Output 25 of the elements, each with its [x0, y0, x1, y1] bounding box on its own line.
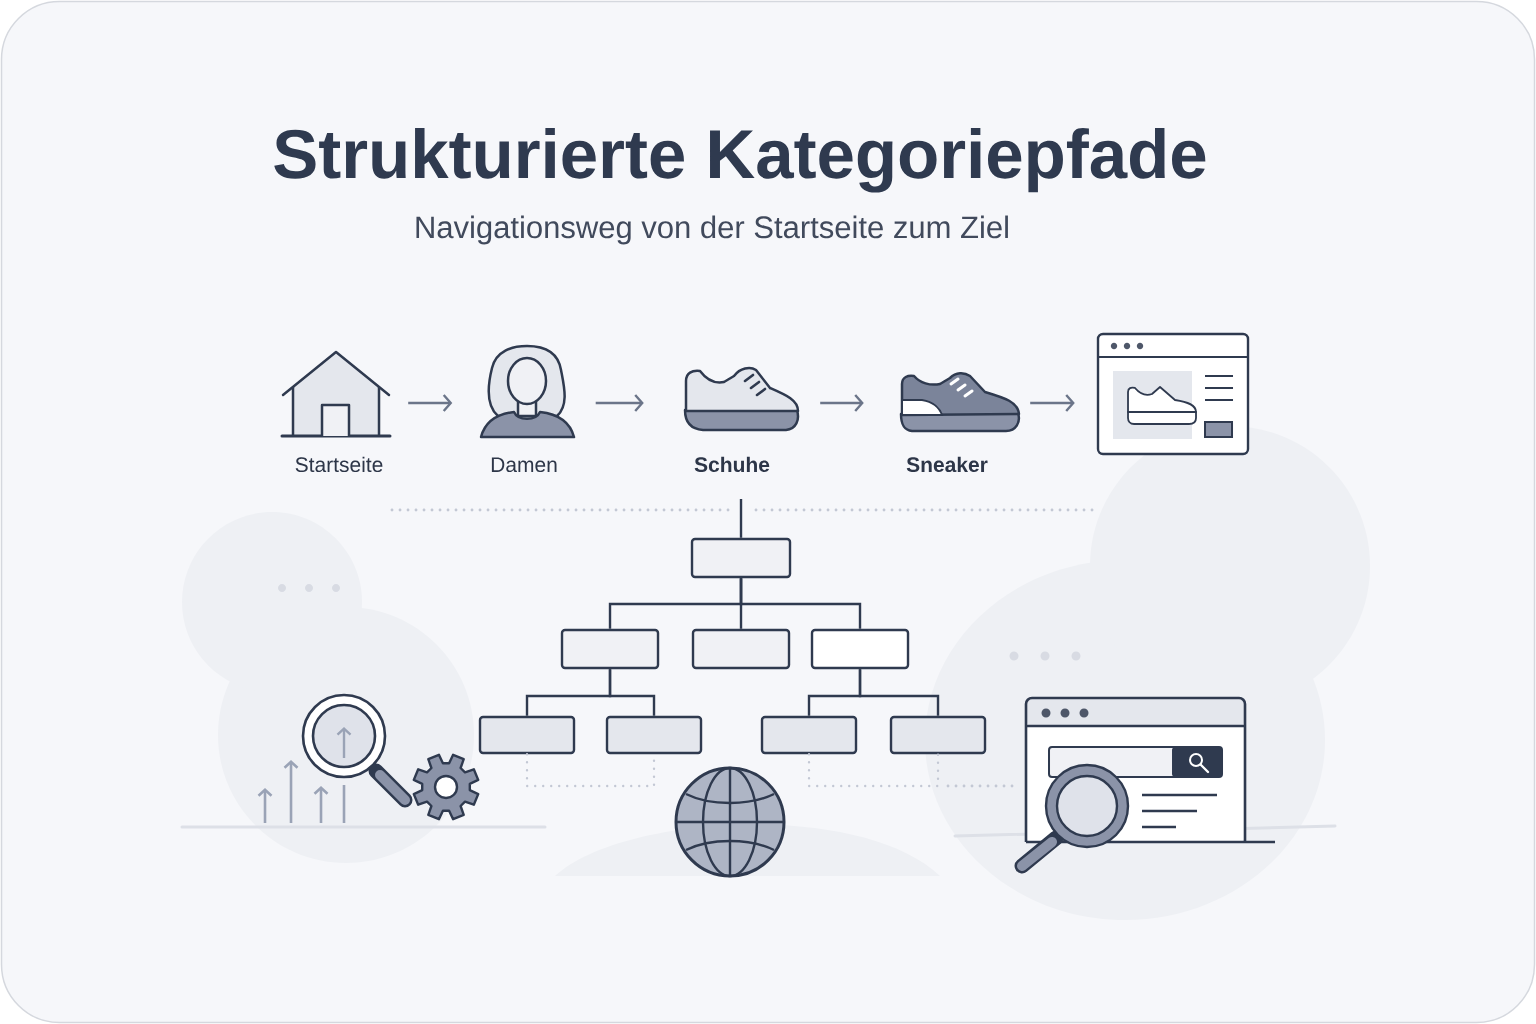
step-label: Sneaker [906, 456, 988, 473]
dotted-line [525, 753, 656, 788]
connector-line [739, 499, 743, 538]
arrow [1030, 394, 1075, 412]
browser-window [1096, 332, 1250, 456]
step-label: Schuhe [694, 456, 770, 473]
step-label: Startseite [295, 456, 383, 473]
connector-line [739, 578, 862, 629]
tree-box [889, 715, 987, 755]
arrow [820, 394, 864, 412]
tree-box [760, 715, 858, 755]
tree-box [691, 628, 791, 670]
tree-box [560, 628, 660, 670]
title: Strukturierte Kategoriepfade [274, 128, 1206, 193]
step-label: Damen [491, 457, 557, 473]
tree-box [810, 628, 910, 670]
connector-line [858, 669, 940, 716]
dotted-line [807, 753, 940, 788]
connector-line [608, 669, 656, 716]
arrow [595, 394, 644, 412]
tree-box [478, 715, 576, 755]
tree-box [605, 715, 703, 755]
subtitle: Navigationsweg von der Startseite zum Ziel [416, 215, 1008, 245]
arrow [408, 394, 453, 412]
tree-box [690, 537, 792, 579]
